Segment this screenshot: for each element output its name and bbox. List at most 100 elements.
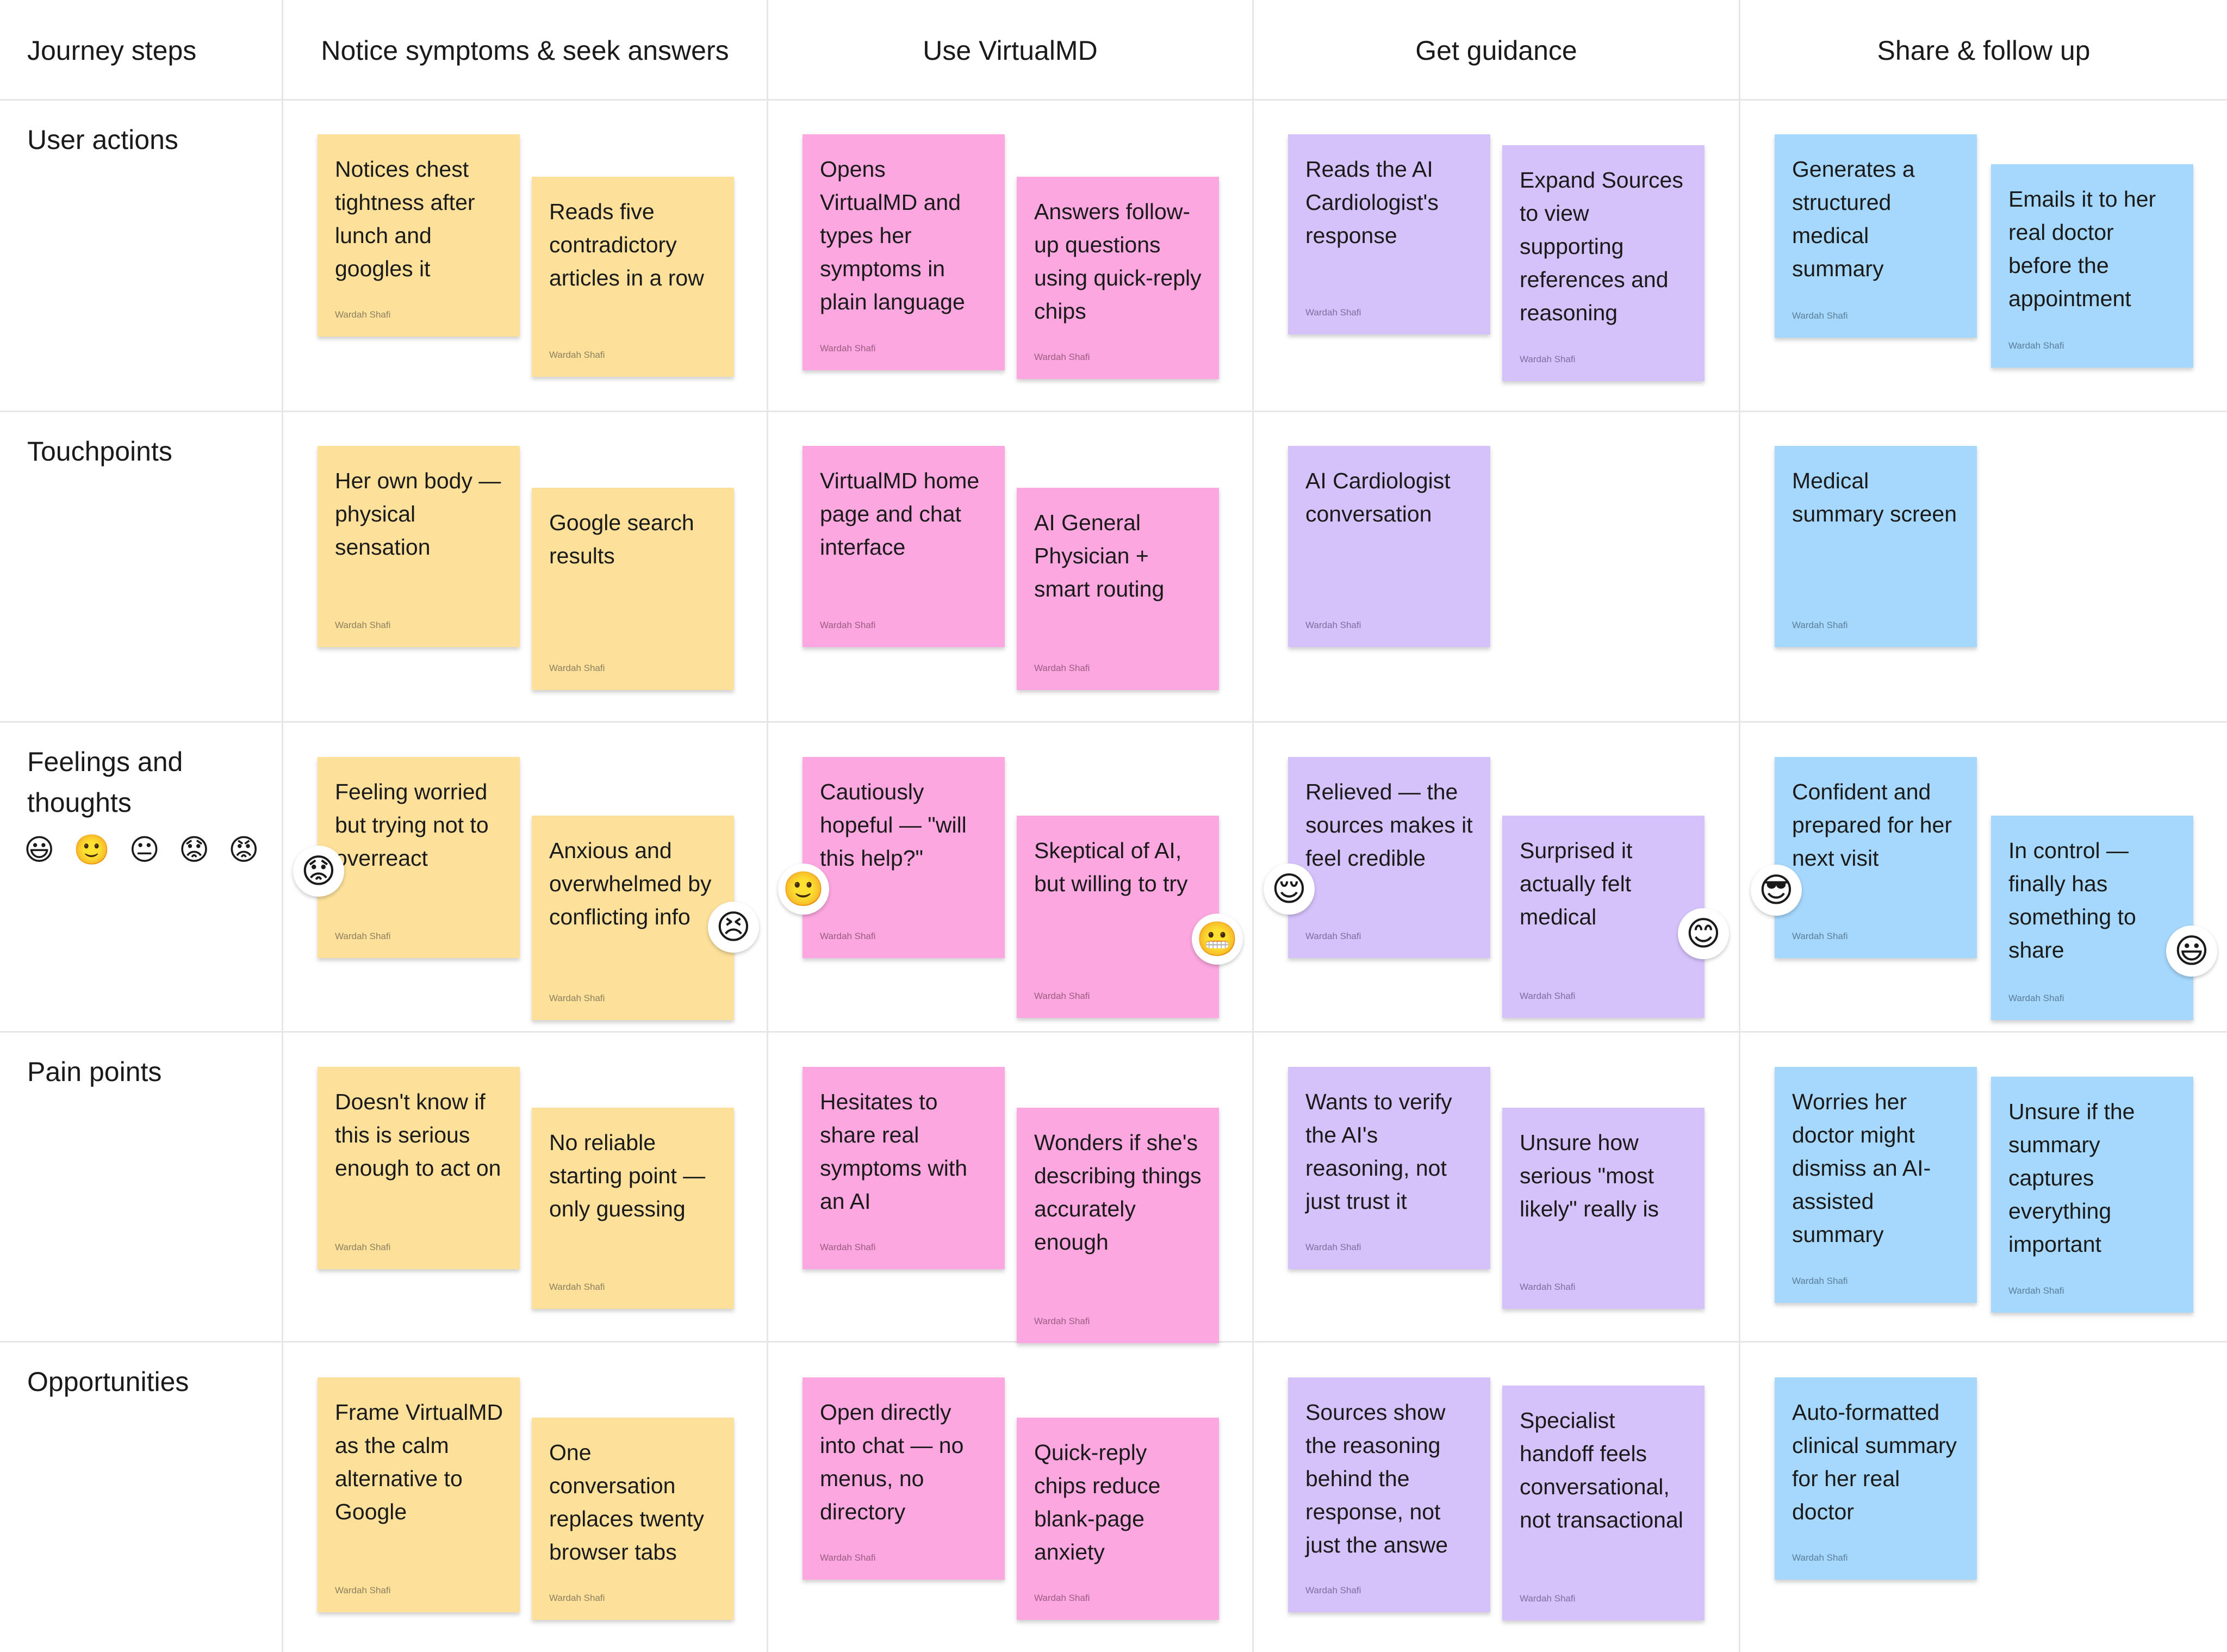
note-text: Google search results [549,510,694,568]
note-author: Wardah Shafi [335,931,391,941]
grid-divider [1252,0,1254,1652]
note-author: Wardah Shafi [549,350,605,360]
sticky-note[interactable]: Quick-reply chips reduce blank-page anxi… [1017,1418,1219,1620]
sticky-note[interactable]: Reads five contradictory articles in a r… [532,177,734,377]
sticky-note[interactable]: AI General Physician + smart routing War… [1017,488,1219,690]
note-text: Reads five contradictory articles in a r… [549,199,704,290]
note-author: Wardah Shafi [820,1552,876,1563]
note-author: Wardah Shafi [335,1585,391,1595]
note-author: Wardah Shafi [1305,1242,1361,1252]
corner-label: Journey steps [27,35,197,66]
note-text: Open directly into chat — no menus, no d… [820,1400,964,1524]
note-author: Wardah Shafi [1792,310,1848,321]
slightly-smiling-face-emoji-icon: 🙂 [778,864,829,915]
note-text: Wonders if she's describing things accur… [1034,1130,1202,1254]
note-author: Wardah Shafi [335,1242,391,1252]
sticky-note[interactable]: Unsure if the summary captures everythin… [1991,1077,2193,1313]
note-text: Skeptical of AI, but willing to try [1034,838,1188,896]
sticky-note[interactable]: Wants to verify the AI's reasoning, not … [1288,1067,1490,1269]
sticky-note[interactable]: Specialist handoff feels conversational,… [1502,1386,1705,1620]
note-text: Surprised it actually felt medical [1520,838,1633,929]
sticky-note[interactable]: Emails it to her real doctor before the … [1991,164,2193,368]
grinning-face-emoji-icon: 😃 [2166,926,2217,977]
sticky-note[interactable]: Auto-formatted clinical summary for her … [1775,1377,1977,1580]
sticky-note[interactable]: VirtualMD home page and chat interface W… [803,446,1005,647]
note-author: Wardah Shafi [1792,620,1848,630]
sticky-note[interactable]: Relieved — the sources makes it feel cre… [1288,757,1490,958]
sticky-note[interactable]: Medical summary screen Wardah Shafi [1775,446,1977,647]
sticky-note[interactable]: Cautiously hopeful — "will this help?" W… [803,757,1005,958]
sticky-note[interactable]: Wonders if she's describing things accur… [1017,1108,1219,1343]
note-text: Opens VirtualMD and types her symptoms i… [820,157,965,314]
sticky-note[interactable]: Hesitates to share real symptoms with an… [803,1067,1005,1269]
sticky-note[interactable]: In control — finally has something to sh… [1991,816,2193,1020]
sticky-note[interactable]: Google search results Wardah Shafi [532,488,734,690]
sticky-note[interactable]: Anxious and overwhelmed by conflicting i… [532,816,734,1020]
note-text: Feeling worried but trying not to overre… [335,779,489,871]
note-author: Wardah Shafi [1034,991,1090,1001]
sticky-note[interactable]: Answers follow-up questions using quick-… [1017,177,1219,379]
note-text: AI Cardiologist conversation [1305,468,1451,526]
worried-face-emoji-icon: 😟 [293,846,344,897]
note-author: Wardah Shafi [1520,354,1576,364]
note-text: Wants to verify the AI's reasoning, not … [1305,1089,1452,1214]
note-author: Wardah Shafi [2008,993,2064,1003]
note-author: Wardah Shafi [1034,352,1090,362]
persevering-face-emoji-icon: 😣 [708,902,759,953]
note-author: Wardah Shafi [1520,991,1576,1001]
sticky-note[interactable]: Surprised it actually felt medical Warda… [1502,816,1705,1018]
sticky-note[interactable]: Expand Sources to view supporting refere… [1502,145,1705,381]
note-author: Wardah Shafi [1034,1593,1090,1603]
note-author: Wardah Shafi [1305,931,1361,941]
note-text: AI General Physician + smart routing [1034,510,1165,601]
sticky-note[interactable]: No reliable starting point — only guessi… [532,1108,734,1309]
note-text: Emails it to her real doctor before the … [2008,187,2156,311]
note-author: Wardah Shafi [1034,663,1090,673]
note-text: Anxious and overwhelmed by conflicting i… [549,838,712,929]
sticky-note[interactable]: Generates a structured medical summary W… [1775,134,1977,338]
note-text: Doesn't know if this is serious enough t… [335,1089,501,1181]
grimacing-face-emoji-icon: 😬 [1192,914,1243,965]
sticky-note[interactable]: Skeptical of AI, but willing to try Ward… [1017,816,1219,1018]
grid-divider [0,721,2227,723]
note-text: Cautiously hopeful — "will this help?" [820,779,967,871]
grid-divider [767,0,768,1652]
sticky-note[interactable]: Unsure how serious "most likely" really … [1502,1108,1705,1309]
note-text: VirtualMD home page and chat interface [820,468,980,560]
sticky-note[interactable]: Feeling worried but trying not to overre… [318,757,520,958]
row-label-opportunities: Opportunities [27,1367,189,1397]
note-author: Wardah Shafi [820,1242,876,1252]
note-author: Wardah Shafi [2008,340,2064,351]
stage-header-share: Share & follow up [1877,35,2091,66]
note-text: Her own body — physical sensation [335,468,501,560]
note-text: One conversation replaces twenty browser… [549,1440,704,1564]
stage-header-use: Use VirtualMD [923,35,1098,66]
feelings-scale-emojis: 😃 🙂 😐 😟 😡 [24,834,265,866]
sticky-note[interactable]: Confident and prepared for her next visi… [1775,757,1977,958]
sticky-note[interactable]: Notices chest tightness after lunch and … [318,134,520,337]
grid-divider [0,99,2227,101]
note-text: Reads the AI Cardiologist's response [1305,157,1439,248]
note-author: Wardah Shafi [549,663,605,673]
sticky-note[interactable]: Reads the AI Cardiologist's response War… [1288,134,1490,334]
sticky-note[interactable]: One conversation replaces twenty browser… [532,1418,734,1620]
note-text: Answers follow-up questions using quick-… [1034,199,1202,324]
note-text: Medical summary screen [1792,468,1957,526]
note-text: No reliable starting point — only guessi… [549,1130,706,1221]
note-text: Frame VirtualMD as the calm alternative … [335,1400,503,1524]
sticky-note[interactable]: Frame VirtualMD as the calm alternative … [318,1377,520,1612]
sticky-note[interactable]: Her own body — physical sensation Wardah… [318,446,520,647]
note-text: Quick-reply chips reduce blank-page anxi… [1034,1440,1161,1564]
note-text: Unsure how serious "most likely" really … [1520,1130,1659,1221]
sticky-note[interactable]: Doesn't know if this is serious enough t… [318,1067,520,1269]
note-text: Confident and prepared for her next visi… [1792,779,1952,871]
note-author: Wardah Shafi [1305,1585,1361,1595]
stage-header-notice: Notice symptoms & seek answers [321,35,729,66]
sticky-note[interactable]: Worries her doctor might dismiss an AI-a… [1775,1067,1977,1303]
sticky-note[interactable]: AI Cardiologist conversation Wardah Shaf… [1288,446,1490,647]
sticky-note[interactable]: Open directly into chat — no menus, no d… [803,1377,1005,1580]
sticky-note[interactable]: Opens VirtualMD and types her symptoms i… [803,134,1005,370]
row-label-pain-points: Pain points [27,1057,162,1087]
sticky-note[interactable]: Sources show the reasoning behind the re… [1288,1377,1490,1612]
